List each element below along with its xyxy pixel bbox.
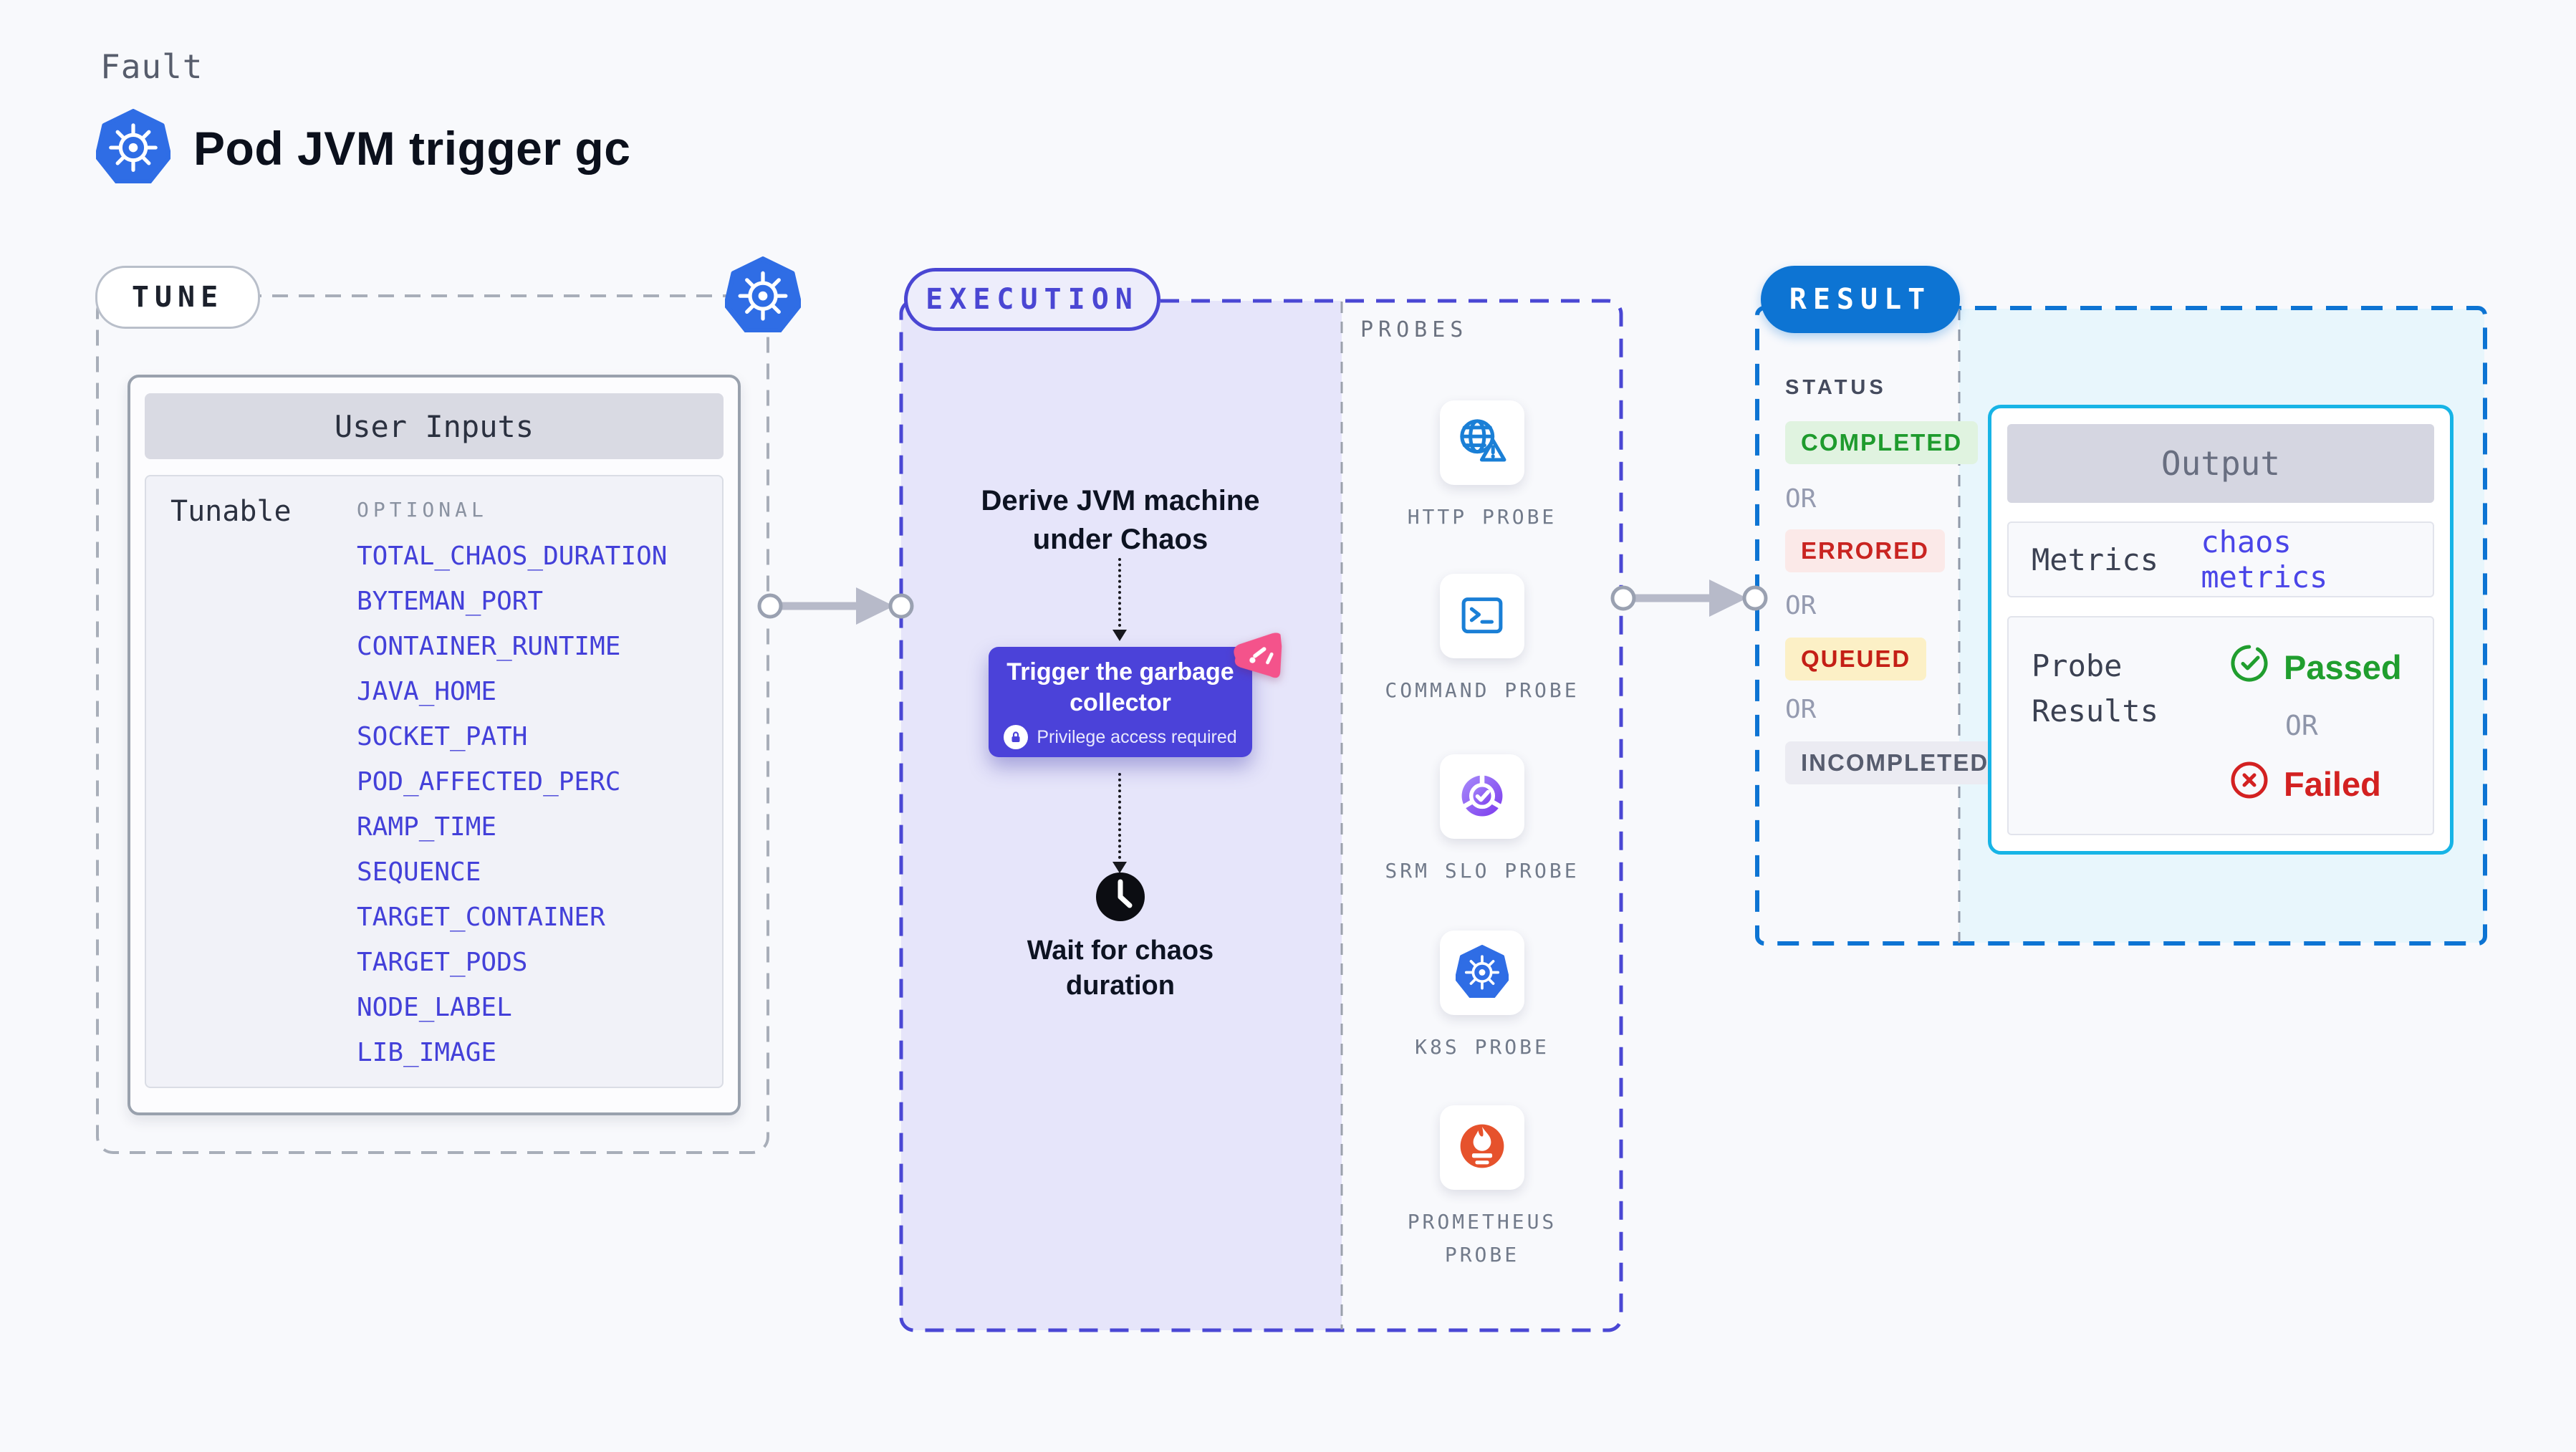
connector-dot — [1742, 585, 1768, 611]
passed-label: Passed — [2284, 648, 2402, 686]
probe-results-label: Probe Results — [2032, 648, 2159, 729]
user-inputs-header: User Inputs — [145, 393, 724, 459]
arrowhead-down-icon — [1112, 862, 1127, 873]
tunable-link[interactable]: NODE_LABEL — [357, 993, 512, 1022]
probe-card — [1440, 1105, 1524, 1190]
x-circle-icon — [2229, 760, 2269, 808]
probe-label: PROMETHEUS PROBE — [1407, 1210, 1557, 1267]
connector-dot — [1610, 585, 1636, 611]
or-label: OR — [2285, 710, 2318, 741]
status-title: STATUS — [1785, 376, 1887, 399]
trigger-gc-node[interactable]: Trigger the garbage collector Privilege … — [989, 647, 1252, 757]
or-label: OR — [1785, 591, 1817, 620]
optional-column-label: OPTIONAL — [357, 498, 488, 521]
check-circle-icon — [2229, 643, 2269, 691]
probe-item-prometheus: PROMETHEUS PROBE — [1382, 1105, 1582, 1271]
kubernetes-icon — [95, 109, 172, 187]
lock-icon — [1004, 725, 1029, 749]
terminal-icon — [1456, 589, 1508, 644]
output-title: Output — [2007, 424, 2434, 503]
derive-step-label: Derive JVM machine under Chaos — [981, 485, 1260, 555]
tune-section: TUNE User Inputs Tunable OPTIONAL — [95, 256, 802, 1155]
user-inputs-card: User Inputs Tunable OPTIONAL TOTAL_CHAOS… — [128, 375, 741, 1115]
privilege-label: Privilege access required — [1037, 726, 1237, 747]
probe-item-k8s: K8S PROBE — [1382, 931, 1582, 1064]
failed-label: Failed — [2284, 765, 2381, 803]
page-title-row: Pod JVM trigger gc — [95, 109, 631, 187]
probe-card — [1440, 400, 1524, 485]
status-badge-errored: ERRORED — [1785, 529, 1946, 572]
tunable-link[interactable]: TOTAL_CHAOS_DURATION — [357, 542, 668, 571]
probe-label: K8S PROBE — [1415, 1035, 1549, 1059]
probe-label: COMMAND PROBE — [1385, 678, 1580, 702]
probe-item-http: HTTP PROBE — [1382, 400, 1582, 534]
kubernetes-icon — [1454, 944, 1510, 1001]
tunable-row-label: Tunable — [170, 495, 292, 528]
probe-card — [1440, 574, 1524, 658]
dotted-connector — [1118, 558, 1121, 627]
kubernetes-icon — [724, 256, 802, 336]
status-badge-completed: COMPLETED — [1785, 421, 1979, 464]
privilege-row: Privilege access required — [989, 725, 1252, 749]
flow-arrow-execution-to-result — [1610, 580, 1768, 617]
prometheus-flame-icon — [1456, 1120, 1508, 1175]
dotted-connector — [1118, 773, 1121, 859]
tunable-link[interactable]: BYTEMAN_PORT — [357, 587, 544, 616]
clock-icon — [1094, 870, 1147, 927]
tunable-link[interactable]: TARGET_PODS — [357, 948, 528, 977]
tunable-link[interactable]: SOCKET_PATH — [357, 722, 528, 751]
output-panel: Output Metrics chaos metrics Probe Resul… — [1988, 405, 2454, 855]
result-pill: RESULT — [1761, 266, 1960, 333]
tunable-link[interactable]: JAVA_HOME — [357, 677, 497, 706]
metrics-value: chaos metrics — [2201, 524, 2328, 595]
page-title: Pod JVM trigger gc — [193, 121, 631, 175]
connector-dot — [757, 593, 783, 619]
user-inputs-body: Tunable OPTIONAL TOTAL_CHAOS_DURATION BY… — [145, 475, 724, 1088]
tune-pill: TUNE — [95, 266, 260, 329]
result-section: RESULT STATUS COMPLETED OR ERRORED OR QU… — [1755, 266, 2487, 946]
flow-arrow-tune-to-execution — [757, 587, 914, 625]
execution-flow: Derive JVM machine under Chaos Trigger t… — [899, 299, 1342, 1332]
tunable-link[interactable]: SEQUENCE — [357, 857, 481, 887]
trigger-gc-label: Trigger the garbage collector — [1006, 658, 1234, 716]
probe-item-command: COMMAND PROBE — [1382, 574, 1582, 707]
probe-results-row: Probe Results Passed OR — [2007, 616, 2434, 835]
wait-step-label: Wait for chaos duration — [1027, 936, 1214, 1001]
or-label: OR — [1785, 695, 1817, 724]
fault-kicker: Fault — [100, 47, 203, 86]
metrics-row: Metrics chaos metrics — [2007, 521, 2434, 597]
chaos-mesh-icon — [1216, 624, 1286, 697]
status-badge-incompleted: INCOMPLETED — [1785, 741, 2005, 784]
failed-row: Failed — [2229, 760, 2402, 808]
probe-item-srm-slo: SRM SLO PROBE — [1382, 754, 1582, 888]
metrics-label: Metrics — [2032, 542, 2159, 577]
probe-label: HTTP PROBE — [1407, 505, 1557, 529]
passed-row: Passed — [2229, 643, 2402, 691]
probe-card — [1440, 754, 1524, 839]
probes-panel: PROBES — [1342, 299, 1623, 1332]
or-label: OR — [1785, 484, 1817, 514]
connector-dot — [888, 593, 914, 619]
tunable-link[interactable]: CONTAINER_RUNTIME — [357, 632, 621, 661]
probes-title: PROBES — [1360, 317, 1469, 342]
arrowhead-down-icon — [1112, 630, 1127, 641]
execution-pill: EXECUTION — [904, 268, 1160, 331]
status-badge-queued: QUEUED — [1785, 638, 1927, 681]
status-column: STATUS COMPLETED OR ERRORED OR QUEUED OR… — [1785, 376, 2005, 784]
probe-label: SRM SLO PROBE — [1385, 859, 1580, 883]
tunable-link[interactable]: POD_AFFECTED_PERC — [357, 767, 621, 797]
probe-card — [1440, 931, 1524, 1015]
tunable-link[interactable]: LIB_IMAGE — [357, 1038, 497, 1067]
execution-section: EXECUTION Derive JVM machine under Chaos… — [899, 268, 1623, 1332]
globe-alert-icon — [1456, 415, 1508, 471]
tunable-link[interactable]: RAMP_TIME — [357, 812, 497, 842]
tunable-link[interactable]: TARGET_CONTAINER — [357, 903, 605, 932]
slo-donut-icon — [1457, 770, 1507, 824]
